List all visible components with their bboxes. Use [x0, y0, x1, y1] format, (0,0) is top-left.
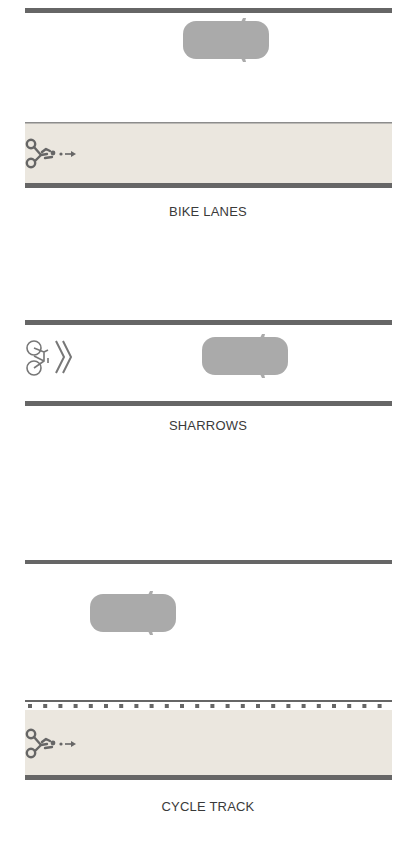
bike-lanes-panel — [25, 8, 392, 188]
road-edge — [25, 560, 392, 564]
bike-symbol — [27, 730, 76, 757]
bike-symbol — [27, 140, 76, 167]
lane-line — [25, 122, 392, 124]
curb — [25, 775, 392, 780]
panel-caption: BIKE LANES — [169, 204, 247, 219]
cycle-track — [25, 710, 392, 776]
bike-lane — [25, 123, 392, 185]
curb — [25, 401, 392, 406]
car — [202, 334, 288, 378]
car — [183, 18, 269, 62]
road-edge — [25, 320, 392, 325]
car — [90, 591, 176, 635]
road-edge — [25, 8, 392, 13]
panel-caption: CYCLE TRACK — [162, 799, 255, 814]
curb — [25, 183, 392, 188]
chevrons — [56, 341, 71, 373]
sharrows-panel — [25, 320, 392, 406]
buffer-line — [25, 700, 392, 702]
panel-caption: SHARROWS — [169, 418, 247, 433]
buffer-dots — [28, 704, 392, 708]
cycle-track-panel — [25, 560, 392, 780]
sharrow-bike — [27, 341, 48, 375]
